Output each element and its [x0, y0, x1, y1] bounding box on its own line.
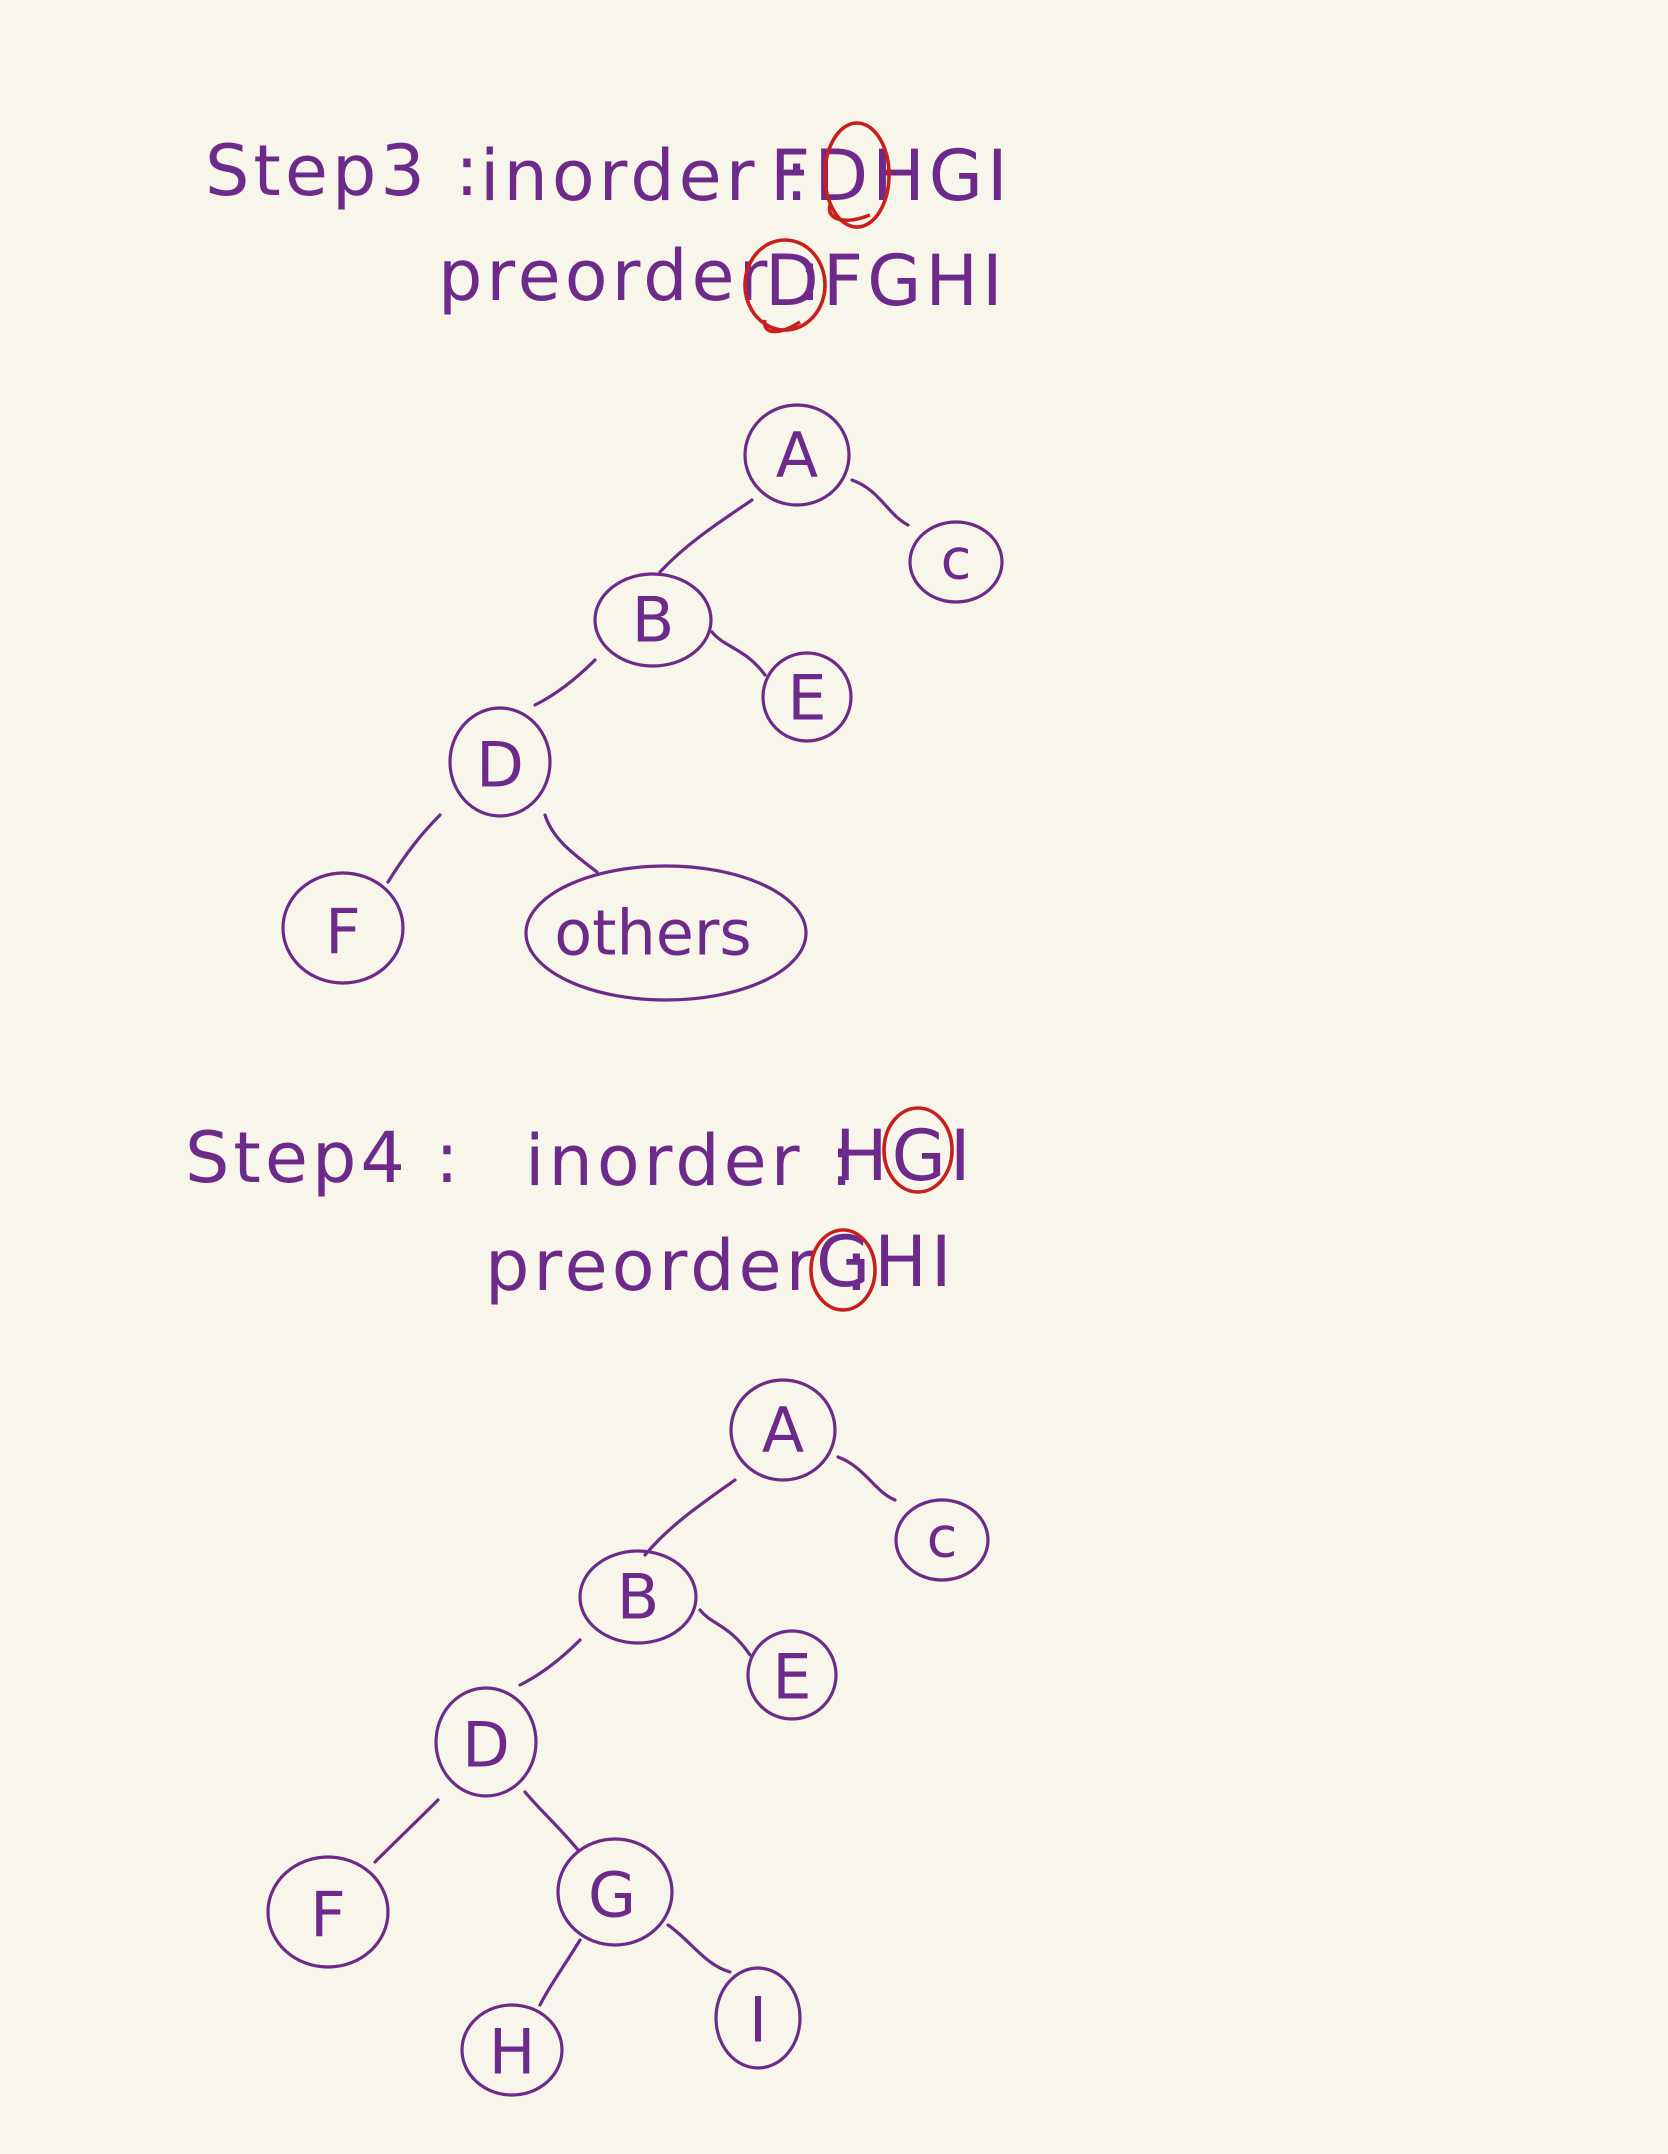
step3-node-c: c — [908, 520, 1004, 604]
svg-text:D: D — [462, 1709, 510, 1782]
step4-preorder-sequence: GHI — [816, 1221, 956, 1303]
svg-text:others: others — [554, 897, 751, 970]
step3-preorder-label: preorder : — [438, 235, 825, 317]
step3-inorder-label: inorder : — [480, 135, 812, 217]
step3-edge-d-others — [543, 813, 599, 874]
svg-text:A: A — [762, 1394, 804, 1467]
step4-inorder-highlight-circle — [882, 1106, 954, 1194]
step3-node-d: D — [448, 706, 552, 818]
step3-preorder-sequence: DFGHI — [765, 240, 1007, 322]
step3-node-a: A — [743, 403, 851, 507]
step4-node-a: A — [729, 1378, 837, 1482]
step4-node-i: I — [714, 1966, 802, 2070]
svg-text:c: c — [927, 1506, 958, 1571]
step3-inorder-highlight-circle — [823, 121, 891, 229]
step4-edge-d-g — [523, 1790, 580, 1852]
step3-node-e: E — [761, 651, 853, 743]
step3-node-b: B — [593, 572, 713, 668]
step4-section: Step4 : inorder : HGI preorder : GHI A c… — [185, 1106, 990, 2097]
step3-edge-a-c — [850, 478, 910, 527]
svg-text:H: H — [489, 2016, 536, 2089]
step4-node-b: B — [578, 1549, 698, 1645]
step3-node-f: F — [281, 871, 405, 985]
svg-text:D: D — [476, 729, 524, 802]
step4-node-e: E — [746, 1629, 838, 1721]
svg-text:B: B — [617, 1561, 660, 1634]
step4-node-f: F — [266, 1855, 390, 1969]
step3-section: Step3 : inorder : FDHGI preorder : DFGHI… — [205, 121, 1012, 1002]
svg-text:E: E — [772, 1641, 811, 1714]
step4-node-g: G — [556, 1837, 674, 1947]
svg-text:F: F — [325, 896, 361, 969]
step3-preorder-highlight-tail — [763, 319, 801, 334]
step4-node-h: H — [460, 2003, 564, 2097]
step4-edge-g-i — [666, 1923, 732, 1974]
step4-edge-a-c — [836, 1455, 897, 1502]
step4-node-c: c — [894, 1498, 990, 1582]
svg-text:B: B — [632, 584, 675, 657]
svg-text:E: E — [787, 662, 826, 735]
svg-text:F: F — [310, 1879, 346, 1952]
step4-edge-d-f — [373, 1798, 440, 1864]
step4-edge-b-e — [698, 1608, 752, 1657]
step3-edge-b-e — [710, 630, 767, 677]
step4-edge-g-h — [538, 1938, 582, 2007]
step3-inorder-highlight-tail — [827, 204, 871, 222]
step4-edge-a-b — [643, 1478, 737, 1557]
step4-node-d: D — [434, 1686, 538, 1798]
svg-text:c: c — [941, 528, 972, 593]
step3-title: Step3 : — [205, 130, 483, 212]
step3-edge-b-d — [533, 658, 597, 707]
step4-inorder-label: inorder : — [525, 1120, 857, 1202]
svg-text:A: A — [776, 419, 818, 492]
step4-title: Step4 : — [185, 1117, 463, 1199]
step3-edge-d-f — [386, 813, 442, 884]
step4-edge-b-d — [518, 1638, 582, 1687]
step3-inorder-sequence: FDHGI — [770, 135, 1012, 217]
step4-preorder-label: preorder : — [485, 1225, 872, 1307]
step3-node-others: others — [524, 864, 808, 1002]
svg-text:G: G — [588, 1859, 636, 1932]
step3-edge-a-b — [658, 498, 754, 574]
svg-text:I: I — [749, 1984, 767, 2057]
step4-inorder-sequence: HGI — [835, 1115, 975, 1197]
step4-preorder-highlight-circle — [809, 1228, 877, 1312]
